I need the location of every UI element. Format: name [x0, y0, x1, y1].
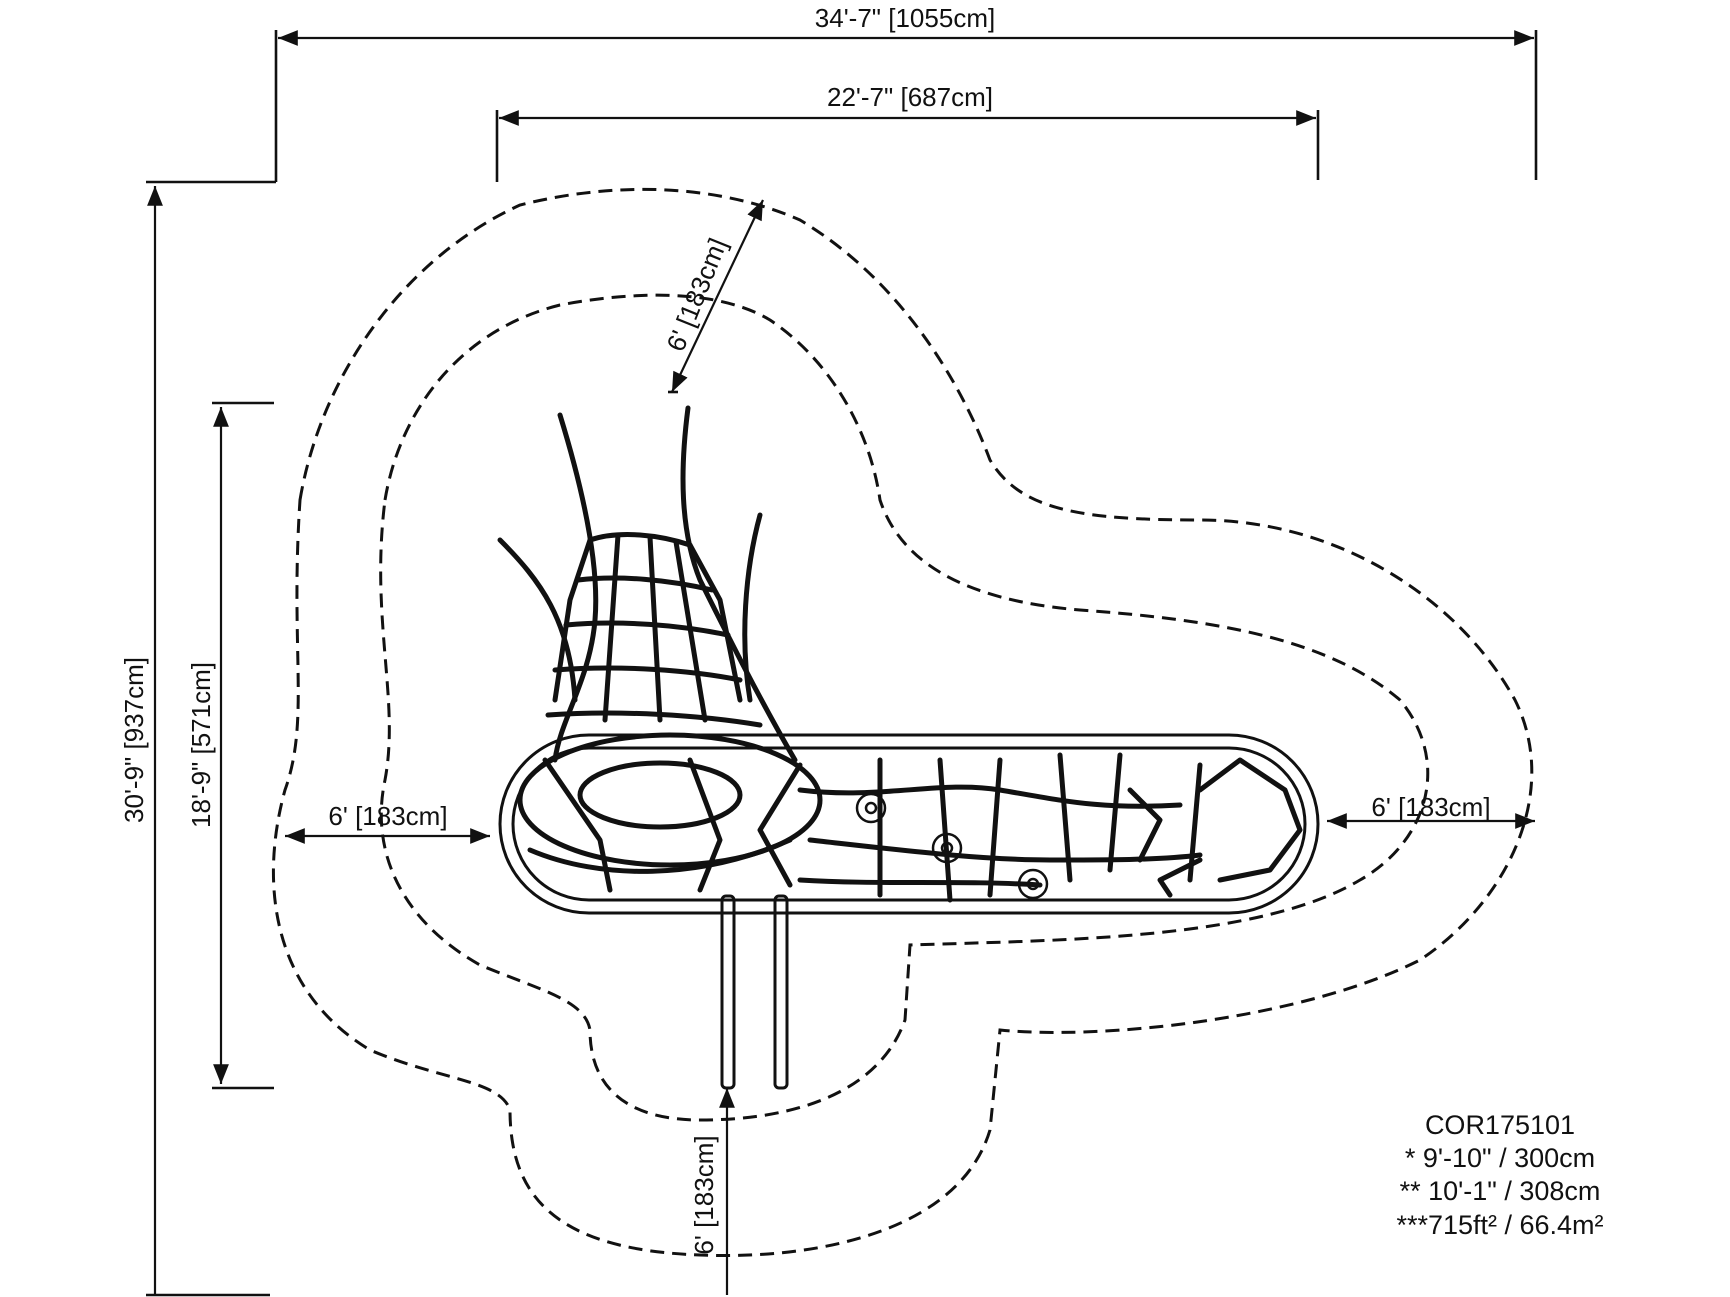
height-spec-2: ** 10'-1" / 308cm	[1400, 1176, 1601, 1206]
zone-top-label: 6' [183cm]	[660, 234, 732, 356]
inner-height-dimension: 18'-9" [571cm]	[186, 401, 274, 1090]
zone-bottom-label: 6' [183cm]	[689, 1135, 719, 1254]
anchor-points	[855, 792, 1049, 900]
outer-safety-zone	[271, 187, 1534, 1257]
height-spec-1: * 9'-10" / 300cm	[1405, 1143, 1595, 1173]
product-info: COR175101 * 9'-10" / 300cm ** 10'-1" / 3…	[1396, 1110, 1603, 1240]
zone-left-dimension: 6' [183cm]	[285, 801, 490, 844]
net-tower	[497, 405, 798, 763]
model-number: COR175101	[1425, 1110, 1575, 1140]
inner-width-dimension: 22'-7" [687cm]	[495, 82, 1320, 182]
area-spec: ***715ft² / 66.4m²	[1396, 1210, 1603, 1240]
inner-safety-zone	[379, 293, 1430, 1122]
overall-height-dimension: 30'-9" [937cm]	[119, 186, 270, 1297]
overall-width-dimension: 34'-7" [1055cm]	[146, 3, 1538, 184]
oval-net	[517, 732, 1303, 903]
inner-height-label: 18'-9" [571cm]	[186, 662, 216, 828]
zone-left-label: 6' [183cm]	[328, 801, 447, 831]
overall-width-label: 34'-7" [1055cm]	[815, 3, 995, 33]
zone-right-label: 6' [183cm]	[1371, 792, 1490, 822]
overall-height-label: 30'-9" [937cm]	[119, 657, 149, 823]
access-poles	[720, 894, 789, 1090]
inner-width-label: 22'-7" [687cm]	[827, 82, 993, 112]
oval-climbing-frame	[498, 733, 1320, 915]
zone-bottom-dimension: 6' [183cm]	[689, 1088, 735, 1295]
zone-top-dimension: 6' [183cm]	[660, 199, 764, 394]
zone-right-dimension: 6' [183cm]	[1327, 792, 1535, 829]
